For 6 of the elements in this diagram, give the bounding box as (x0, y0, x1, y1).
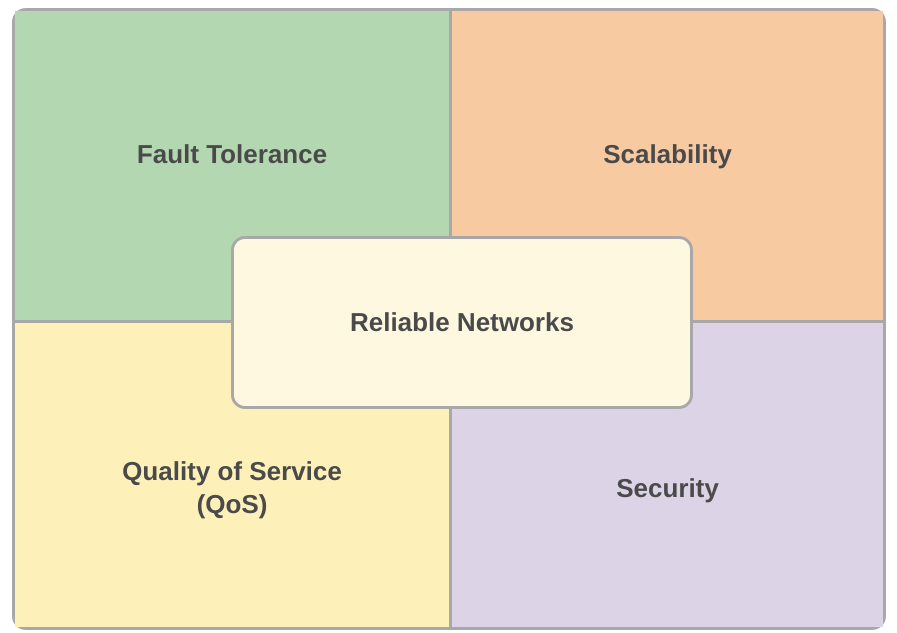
node-label: Quality of Service (QoS) (121, 455, 343, 521)
node-label: Security (616, 472, 719, 504)
center-box (231, 236, 693, 409)
node-label: Scalability (603, 138, 732, 171)
node-label: Fault Tolerance (136, 138, 328, 171)
node-label: Reliable Networks (350, 306, 574, 339)
